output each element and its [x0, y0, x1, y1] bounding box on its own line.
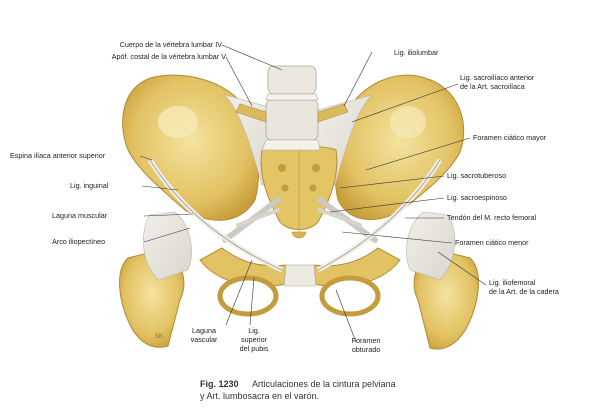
label-spina-iliaca: Espina ilíaca anterior superior [10, 151, 106, 160]
caption-line-2: y Art. lumbosacra en el varón. [200, 391, 319, 401]
label-sacroiliac-1: Lig. sacroilíaco anterior [460, 73, 535, 82]
label-obturator-1: Foramen [352, 336, 381, 345]
label-inguinal: Lig. inguinal [70, 181, 109, 190]
label-foramen-minor: Foramen ciático menor [455, 238, 529, 247]
label-iliolumbar: Lig. iliolumbar [394, 48, 439, 57]
lumbar-vertebra-iv [267, 65, 317, 95]
label-costal-process: Apóf. costal de la vértebra lumbar V [112, 52, 226, 61]
caption-line-1: Articulaciones de la cintura pelviana [252, 379, 396, 389]
label-sacrospinous: Lig. sacroespinoso [447, 193, 507, 202]
label-iliofemoral-1: Lig. iliofemoral [489, 278, 536, 287]
label-iliofemoral-2: de la Art. de la cadera [489, 287, 559, 296]
label-arco: Arco iliopectíneo [52, 237, 105, 246]
label-rectus-tendon: Tendón del M. recto femoral [447, 213, 536, 222]
left-ilium [122, 74, 260, 221]
label-laguna-vascular-2: vascular [191, 335, 218, 344]
label-sacrotuberous: Lig. sacrotuberoso [447, 171, 506, 180]
figure-number: Fig. 1230 [200, 379, 239, 389]
label-sacroiliac-2: de la Art. sacroilíaca [460, 82, 525, 91]
right-hip-capsule [406, 211, 456, 281]
label-vertebra-body: Cuerpo de la vértebra lumbar IV [120, 40, 222, 49]
left-hip-capsule [142, 211, 192, 281]
left-obturator-foramen [217, 275, 279, 317]
pubic-symphysis [283, 264, 317, 287]
label-pubic-3: del pubis [240, 344, 269, 353]
label-pubic-1: Lig. [248, 326, 260, 335]
label-laguna-vascular-1: Laguna [192, 326, 216, 335]
label-obturator-2: obturado [352, 345, 380, 354]
artist-signature: SK [155, 334, 163, 340]
lumbar-vertebra-v [265, 99, 319, 141]
leader-lines [139, 44, 487, 343]
label-pubic-2: superior [241, 335, 268, 344]
right-obturator-foramen [319, 275, 381, 317]
label-laguna-muscular: Laguna muscular [52, 211, 108, 220]
right-ilium [334, 74, 465, 220]
label-foramen-major: Foramen ciático mayor [473, 133, 547, 142]
